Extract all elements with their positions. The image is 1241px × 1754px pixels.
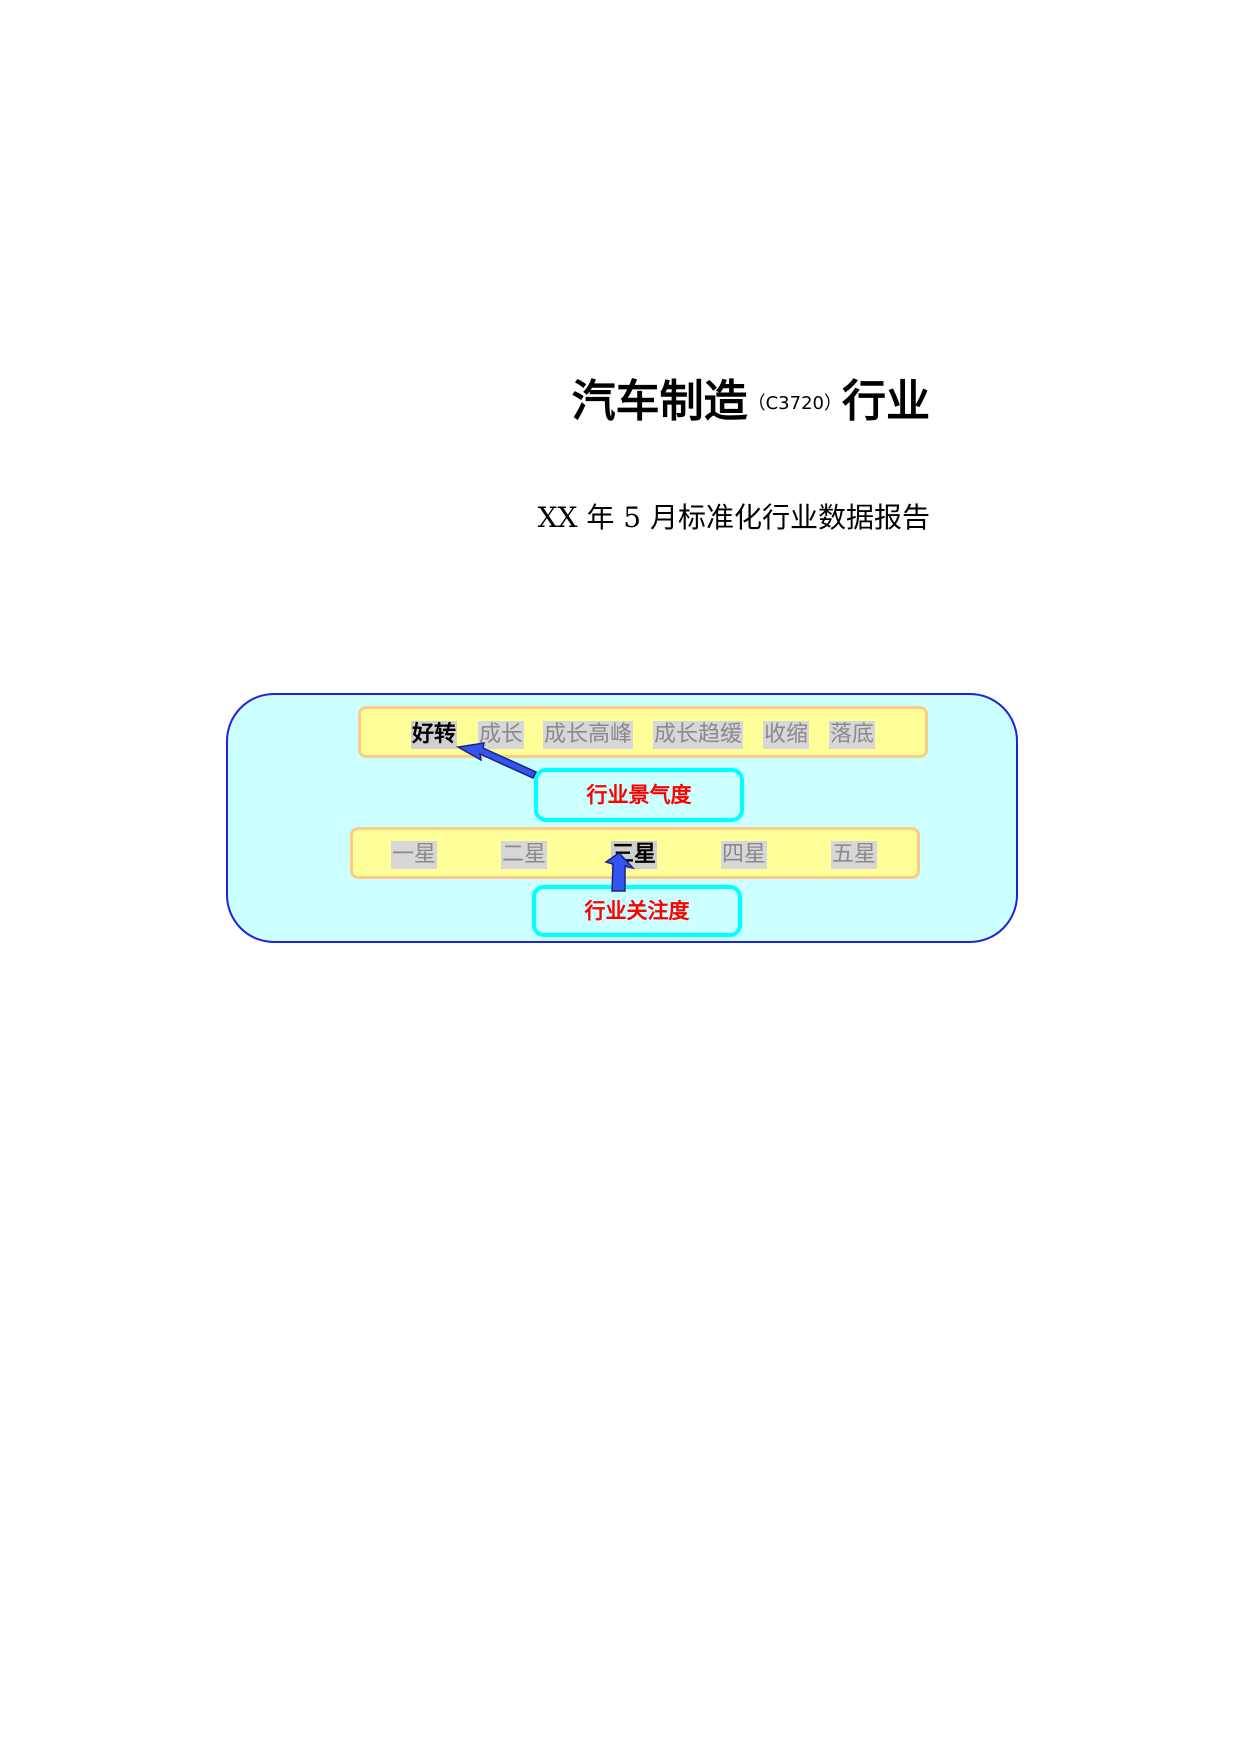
attention-option-3: 三星 xyxy=(611,841,658,869)
climate-option-2: 成长 xyxy=(478,721,525,749)
report-title: 汽车制造（C3720）行业 xyxy=(430,372,930,434)
attention-option-1: 一星 xyxy=(391,841,438,869)
report-subtitle: XX 年 5 月标准化行业数据报告 xyxy=(537,501,930,534)
climate-option-6: 落底 xyxy=(829,721,876,749)
attention-label-box: 行业关注度 xyxy=(532,885,742,937)
attention-option-5: 五星 xyxy=(831,841,878,869)
climate-option-5: 收缩 xyxy=(763,721,810,749)
attention-option-2: 二星 xyxy=(501,841,548,869)
climate-option-3: 成长高峰 xyxy=(543,721,634,749)
climate-label-box: 行业景气度 xyxy=(534,768,744,822)
industry-code: （C3720） xyxy=(747,393,842,414)
climate-option-1: 好转 xyxy=(411,721,458,749)
title-main: 汽车制造 xyxy=(571,376,748,427)
title-suffix: 行业 xyxy=(842,376,930,427)
attention-option-4: 四星 xyxy=(721,841,768,869)
climate-option-4: 成长趋缓 xyxy=(653,721,744,749)
